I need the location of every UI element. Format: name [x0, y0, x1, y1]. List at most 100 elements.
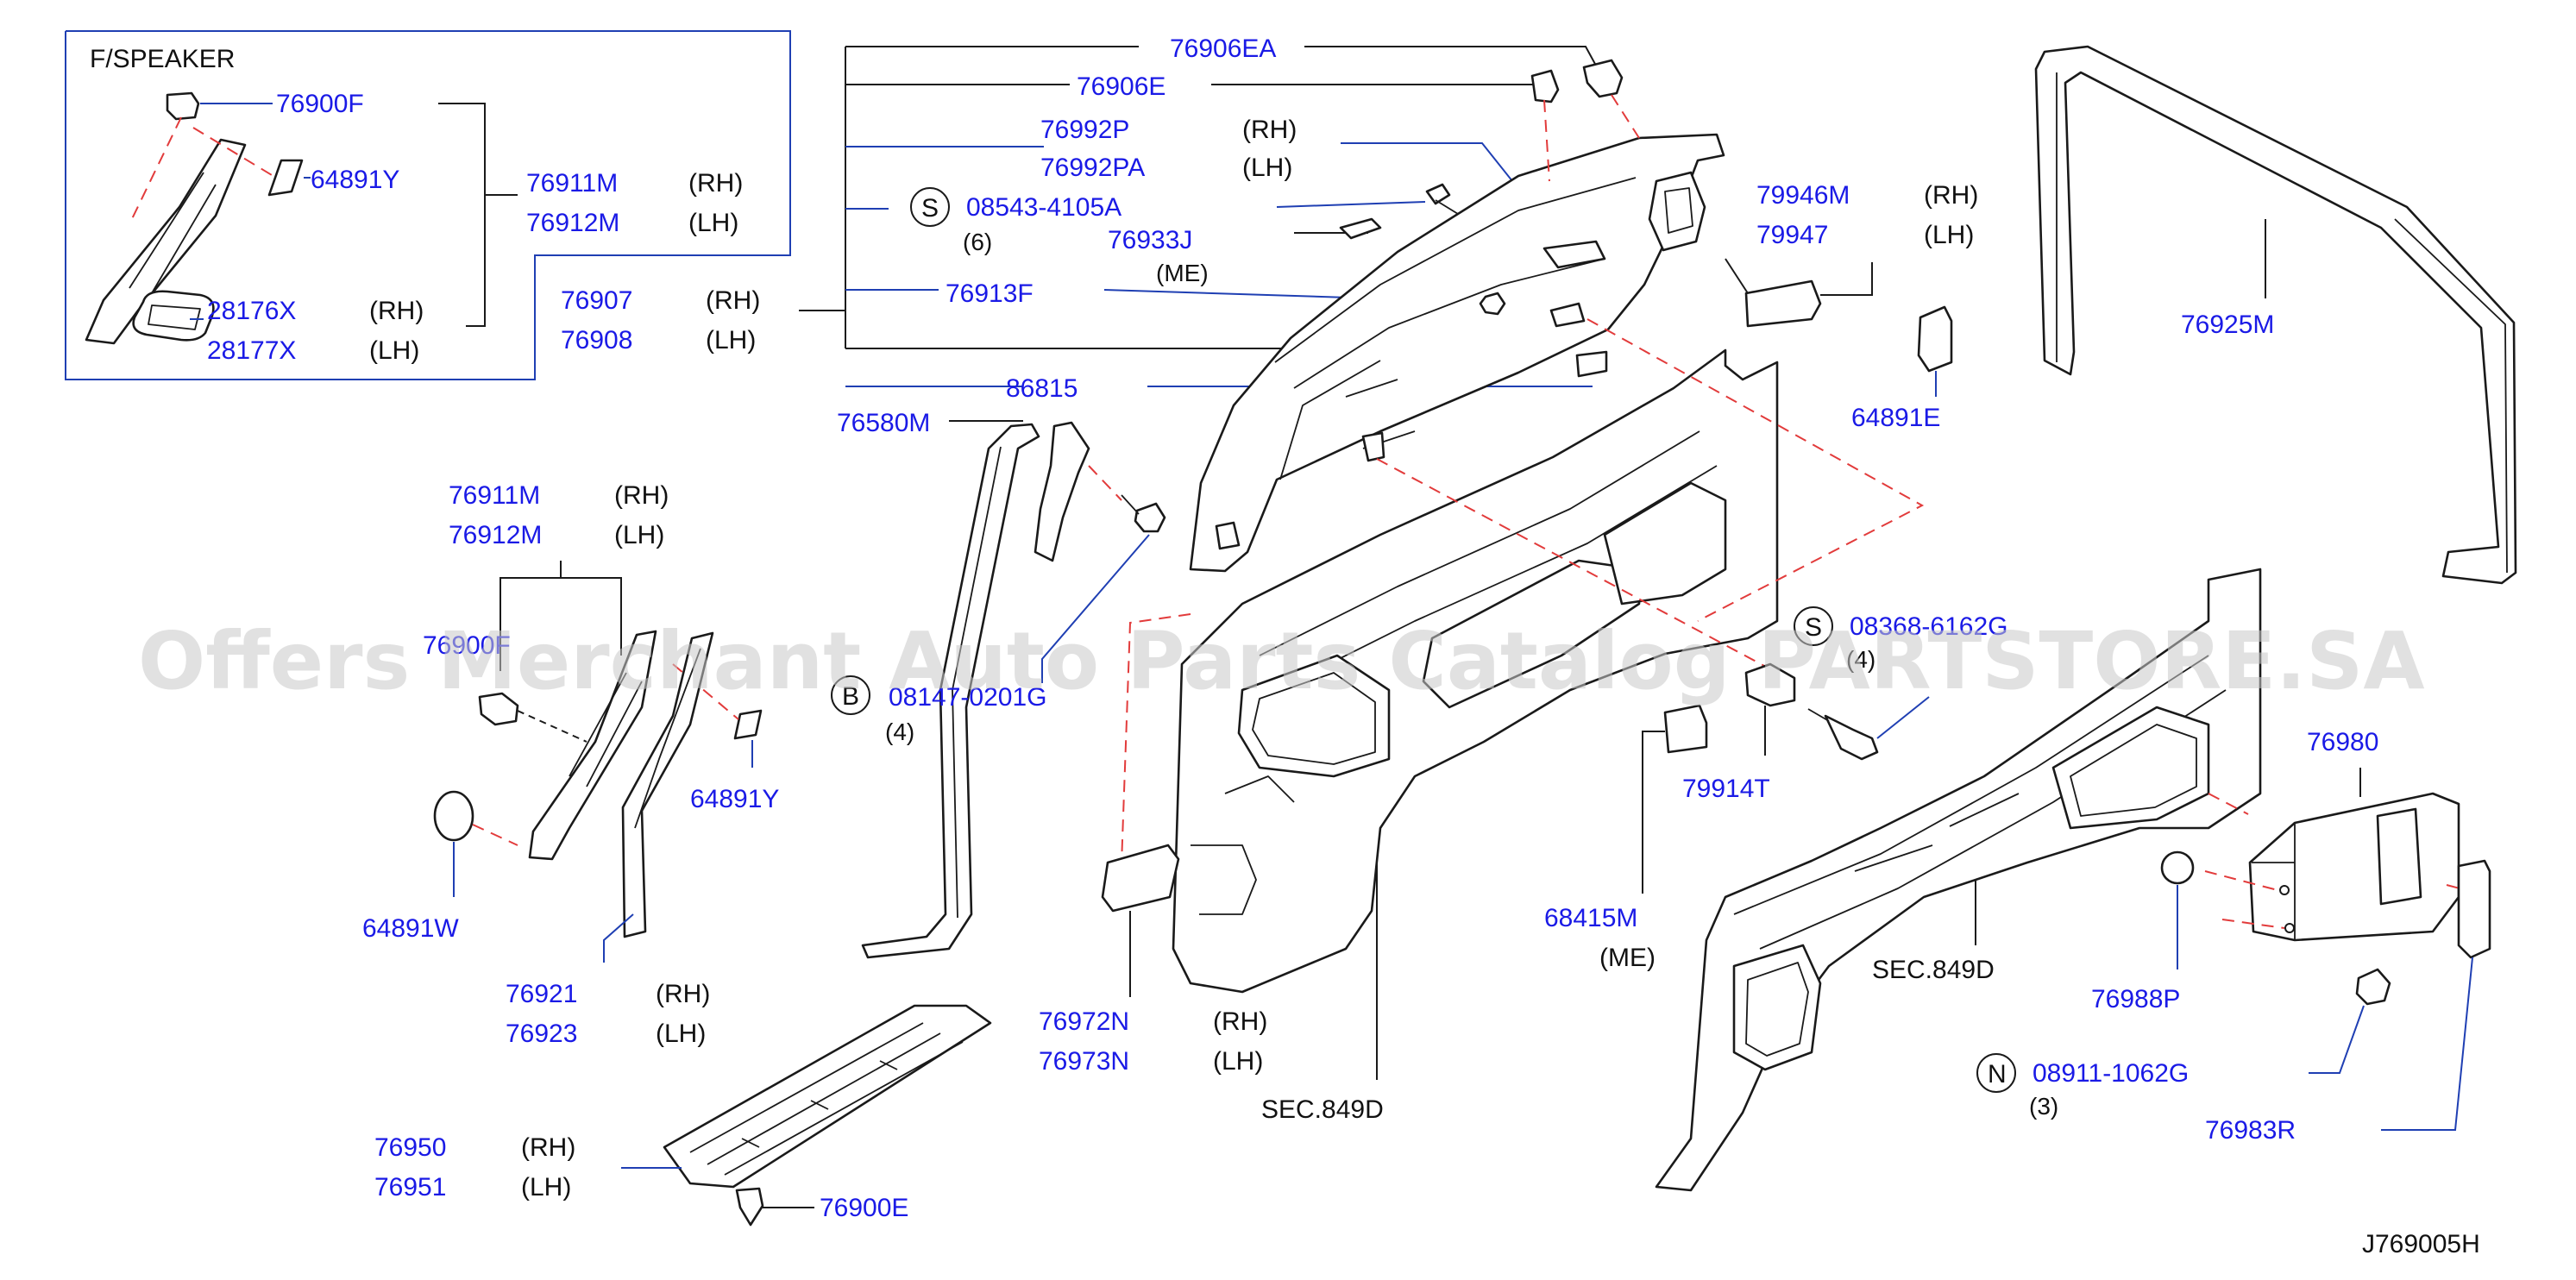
screw-symbol-s [910, 187, 950, 227]
side-label: (LH) [688, 209, 738, 237]
part-number-76992P: 76992P [1040, 116, 1129, 144]
symbol-letter: N [1988, 1060, 2007, 1089]
part-number-76580M: 76580M [837, 409, 930, 437]
part-number-76921: 76921 [506, 980, 577, 1008]
section-reference: SEC.849D [1261, 1095, 1384, 1124]
part-number-64891W: 64891W [362, 914, 459, 943]
side-label: (RH) [614, 481, 669, 510]
part-number-76933J: 76933J [1108, 226, 1192, 254]
clip-center [1361, 431, 1385, 462]
part-number-79914T: 79914T [1682, 775, 1770, 803]
cap-76988P [2160, 850, 2195, 885]
part-number-08543-4105A: 08543-4105A [966, 193, 1122, 222]
side-label: (LH) [706, 326, 756, 355]
quantity-label: (4) [1846, 646, 1875, 673]
part-number-76988P: 76988P [2091, 985, 2180, 1013]
clip-76906EA [1582, 59, 1624, 98]
pillar-trim-76911M [528, 630, 657, 861]
part-number-64891E: 64891E [1851, 404, 1940, 432]
door-weatherstrip-76580M [861, 423, 1040, 959]
part-number-76973N: 76973N [1039, 1047, 1129, 1076]
part-number-76912M: 76912M [449, 521, 542, 549]
part-number-28177X: 28177X [207, 336, 296, 365]
watermark: Offers Merchant Auto Parts Catalog PARTS… [138, 615, 2425, 707]
part-number-76912M: 76912M [526, 209, 619, 237]
quantity-label: (4) [885, 718, 914, 745]
part-number-08911-1062G: 08911-1062G [2033, 1059, 2189, 1088]
side-label: (LH) [656, 1020, 706, 1048]
pad-64891Y [733, 709, 763, 740]
inset-clip [166, 91, 200, 121]
part-number-08368-6162G: 08368-6162G [1850, 612, 2008, 641]
clip-76906E [1530, 69, 1560, 104]
bolt-08543 [1425, 183, 1451, 205]
part-number-64891Y: 64891Y [690, 785, 779, 813]
side-label: (LH) [614, 521, 664, 549]
part-number-79947: 79947 [1756, 221, 1828, 249]
kick-plate-76950 [663, 1004, 992, 1189]
side-label: (LH) [369, 336, 419, 365]
side-label: (RH) [688, 169, 743, 198]
part-number-28176X: 28176X [207, 297, 296, 325]
inset-speaker-grille [132, 290, 215, 342]
side-label: (RH) [656, 980, 710, 1008]
bracket-86815 [1034, 421, 1090, 562]
part-number-76951: 76951 [374, 1173, 446, 1202]
part-number-76907: 76907 [561, 286, 632, 315]
side-label: (RH) [1924, 181, 1978, 210]
part-number-76983R: 76983R [2205, 1116, 2296, 1145]
section-reference: SEC.849D [1872, 956, 1995, 984]
part-number-08147-0201G: 08147-0201G [889, 683, 1047, 712]
part-number-64891Y: 64891Y [311, 166, 399, 194]
side-label: (LH) [1242, 154, 1292, 182]
side-label: (LH) [1213, 1047, 1263, 1076]
cover-79946M [1744, 279, 1822, 328]
part-number-76908: 76908 [561, 326, 632, 355]
nut-symbol-n [1976, 1053, 2016, 1093]
nut-08911 [2355, 968, 2391, 1006]
cover-76983R [2457, 859, 2491, 959]
side-label: (RH) [369, 297, 424, 325]
part-number-76925M: 76925M [2181, 311, 2274, 339]
grip-handle-76972N [1101, 844, 1180, 913]
weatherstrip-76925M [2034, 45, 2517, 585]
part-number-76911M: 76911M [526, 169, 618, 198]
model-label: (ME) [1156, 260, 1209, 286]
inset-pillar-trim [85, 138, 247, 345]
symbol-letter: S [1805, 613, 1822, 642]
part-number-76992PA: 76992PA [1040, 154, 1145, 182]
pad-64891W [433, 790, 474, 842]
inset-title: F/SPEAKER [90, 45, 235, 73]
side-label: (LH) [1924, 221, 1974, 249]
pad-64891E [1917, 305, 1953, 373]
part-number-79946M: 79946M [1756, 181, 1850, 210]
side-label: (RH) [521, 1133, 575, 1162]
bolt-08368 [1824, 714, 1879, 761]
part-number-76980: 76980 [2307, 728, 2378, 756]
speaker-inset: F/SPEAKER [65, 30, 791, 380]
part-number-76913F: 76913F [946, 279, 1034, 308]
model-label: (ME) [1599, 944, 1656, 972]
part-number-76900E: 76900E [820, 1194, 908, 1222]
cover-68415M [1663, 704, 1708, 754]
part-number-76900F: 76900F [423, 631, 511, 660]
side-label: (LH) [521, 1173, 571, 1202]
part-number-76906EA: 76906EA [1170, 35, 1276, 63]
part-number-76900F: 76900F [276, 90, 364, 118]
part-number-86815: 86815 [1006, 374, 1078, 403]
quantity-label: (6) [963, 229, 992, 255]
part-number-76911M: 76911M [449, 481, 540, 510]
side-label: (RH) [1213, 1007, 1267, 1036]
storage-box-76980 [2248, 792, 2460, 942]
symbol-letter: B [842, 682, 859, 711]
part-number-76950: 76950 [374, 1133, 446, 1162]
symbol-letter: S [921, 194, 939, 223]
upper-quarter-trim [1189, 133, 1725, 573]
grommet-76913F [1479, 292, 1506, 316]
clip-76900E [735, 1187, 764, 1227]
part-number-68415M: 68415M [1544, 904, 1637, 932]
screw-symbol-s [1794, 606, 1833, 646]
clip-79914T [1744, 662, 1796, 707]
side-label: (RH) [1242, 116, 1297, 144]
